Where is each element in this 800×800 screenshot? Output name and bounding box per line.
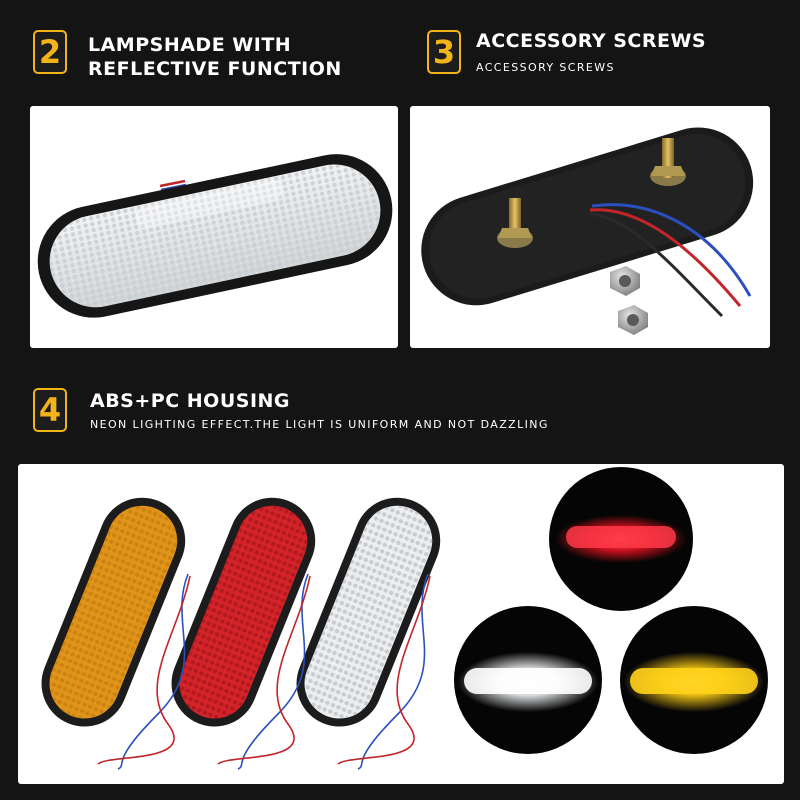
red-lamp [171,497,316,727]
light-glow-red-image [549,467,693,611]
number-badge-4: 4 [33,388,67,432]
screws-subtitle: accessory screws [476,61,615,74]
white-lamp [296,497,441,727]
amber-lamp [41,497,186,727]
lamp-back-screws-image [410,106,770,348]
lampshade-title-line2: reflective function [88,58,342,80]
badge-number-3: 3 [432,33,456,71]
light-glow-white-image [454,606,602,754]
number-badge-3: 3 [427,30,461,74]
light-glow-yellow-image [620,606,768,754]
housing-title: ABS+PC Housing [90,390,291,412]
badge-number-4: 4 [38,391,62,429]
reflector-lamp-image [30,106,398,348]
badge-number-2: 2 [38,33,62,71]
lampshade-title-line1: Lampshade with [88,34,292,56]
number-badge-2: 2 [33,30,67,74]
housing-image-panel [18,464,784,784]
housing-subtitle: neon lighting effect.the light is unifor… [90,418,549,431]
screws-title: Accessory screws [476,30,707,52]
